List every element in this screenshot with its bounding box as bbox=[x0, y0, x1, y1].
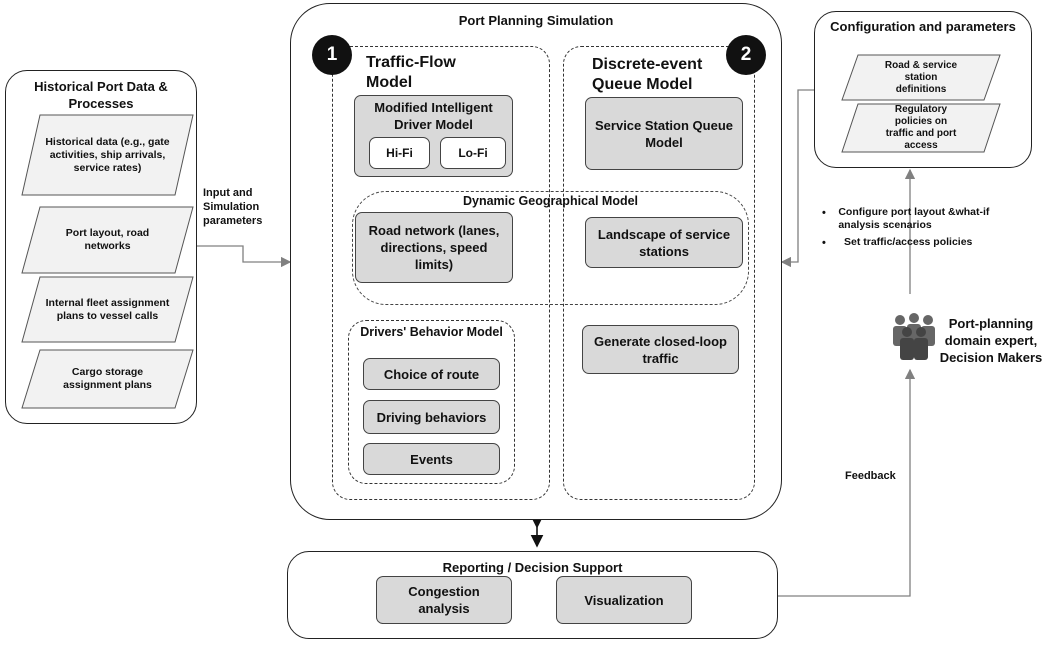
congestion-analysis-box: Congestion analysis bbox=[376, 576, 512, 624]
bullet-text: Configure port layout &what-if analysis … bbox=[838, 206, 990, 231]
historical-item-3: Internal fleet assignment plans to vesse… bbox=[45, 296, 170, 322]
geographical-region bbox=[352, 191, 749, 305]
historical-data-title: Historical Port Data & Processes bbox=[34, 79, 168, 111]
input-arrow bbox=[197, 245, 292, 268]
landscape-box: Landscape of service stations bbox=[585, 217, 743, 268]
feedback-label: Feedback bbox=[845, 470, 896, 482]
historical-item-4: Cargo storage assignment plans bbox=[63, 366, 152, 391]
visualization-box: Visualization bbox=[556, 576, 692, 624]
config-item-1: Road & service station definitions bbox=[884, 59, 958, 95]
feedback-arrow bbox=[778, 368, 916, 597]
historical-item-2: Port layout, road networks bbox=[65, 227, 150, 252]
geographical-title: Dynamic Geographical Model bbox=[462, 194, 639, 208]
drivers-behavior-title: Drivers' Behavior Model bbox=[360, 325, 503, 339]
queue-region bbox=[563, 46, 755, 500]
reporting-panel: Reporting / Decision Support bbox=[287, 551, 778, 639]
drivers-behavior-region bbox=[348, 320, 515, 484]
bullet-dot: • bbox=[822, 237, 826, 249]
expert-label: Port-planning domain expert, Decision Ma… bbox=[939, 316, 1043, 365]
traffic-flow-region bbox=[332, 46, 550, 500]
choice-of-route-box: Choice of route bbox=[363, 358, 500, 390]
input-label: Input and Simulation parameters bbox=[203, 187, 263, 227]
bullet-text: Set traffic/access policies bbox=[844, 236, 973, 248]
config-item-2: Regulatory policies on traffic and port … bbox=[885, 104, 957, 151]
simulation-title: Port Planning Simulation bbox=[458, 13, 614, 28]
bullet-item: • Set traffic/access policies bbox=[822, 236, 1022, 250]
road-network-box: Road network (lanes, directions, speed l… bbox=[355, 212, 513, 283]
badge-1: 1 bbox=[312, 35, 352, 75]
people-group-icon bbox=[893, 313, 935, 360]
reporting-title: Reporting / Decision Support bbox=[442, 560, 623, 575]
badge-2: 2 bbox=[726, 35, 766, 75]
bullet-list: • Configure port layout &what-if analysi… bbox=[822, 206, 1022, 250]
bullet-item: • Configure port layout &what-if analysi… bbox=[822, 206, 1022, 232]
queue-model-title: Discrete-event Queue Model bbox=[592, 56, 703, 93]
closed-loop-traffic-box: Generate closed-loop traffic bbox=[582, 325, 739, 374]
service-station-queue-box: Service Station Queue Model bbox=[585, 97, 743, 170]
traffic-flow-title: Traffic-Flow Model bbox=[366, 54, 456, 91]
configuration-title: Configuration and parameters bbox=[830, 19, 1016, 34]
lofi-box: Lo-Fi bbox=[440, 137, 506, 169]
hifi-box: Hi-Fi bbox=[369, 137, 430, 169]
bullet-dot: • bbox=[822, 207, 826, 219]
historical-item-1: Historical data (e.g., gate activities, … bbox=[45, 135, 170, 174]
config-arrow bbox=[780, 89, 814, 268]
driving-behaviors-box: Driving behaviors bbox=[363, 400, 500, 434]
events-box: Events bbox=[363, 443, 500, 475]
idm-label: Modified Intelligent Driver Model bbox=[374, 100, 493, 132]
